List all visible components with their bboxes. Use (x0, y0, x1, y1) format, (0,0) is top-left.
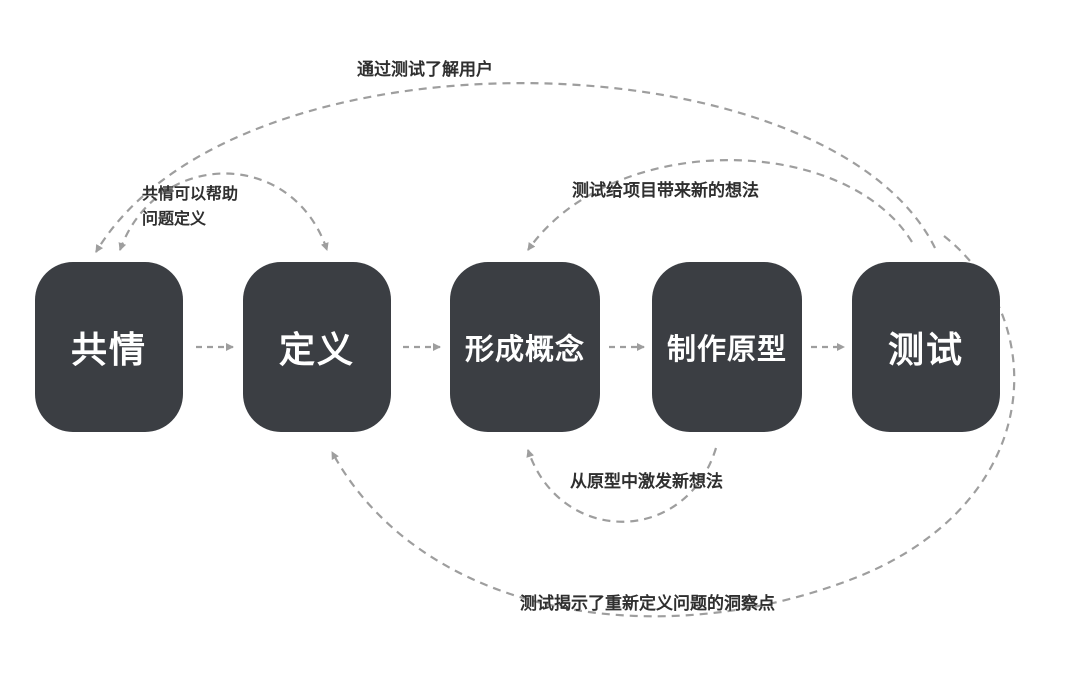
stage-box-test: 测试 (852, 262, 1000, 432)
arc-test-to-ideate (527, 159, 913, 251)
arc-test-to-define (331, 235, 1016, 618)
annotation-empathize-define: 共情可以帮助 问题定义 (142, 186, 239, 228)
stage-box-ideate: 形成概念 (450, 262, 600, 432)
arc-test-to-empathize (95, 82, 936, 253)
stage-box-empathize: 共情 (35, 262, 183, 432)
annotation-test-to-empathize: 通过测试了解用户 (357, 60, 493, 79)
annotation-test-new-ideas: 测试给项目带来新的想法 (572, 181, 759, 200)
annotation-test-insights: 测试揭示了重新定义问题的洞察点 (520, 594, 775, 613)
stage-box-prototype: 制作原型 (652, 262, 802, 432)
annotation-prototype-ideas: 从原型中激发新想法 (570, 472, 723, 491)
stage-box-define: 定义 (243, 262, 391, 432)
arc-prototype-to-ideate (526, 447, 718, 523)
